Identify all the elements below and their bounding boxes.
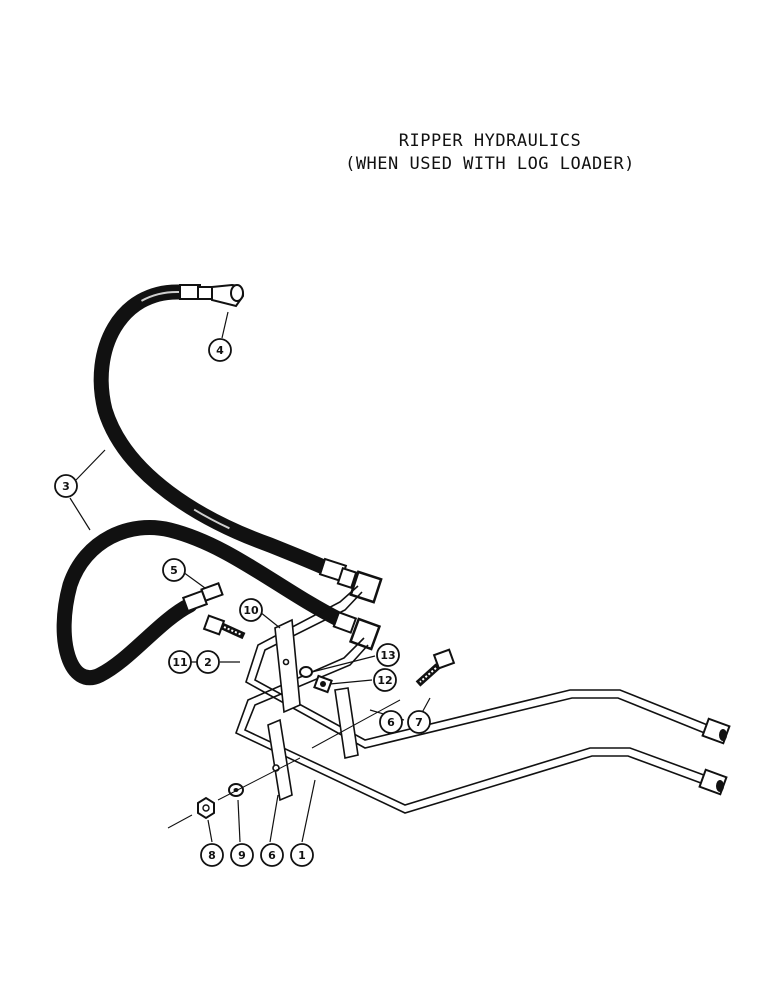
callout-9: 9 [230, 843, 254, 867]
tube-upper [245, 585, 716, 749]
hose-lower-right-fitting [332, 611, 382, 651]
title-line-2: (WHEN USED WITH LOG LOADER) [345, 154, 635, 174]
callout-6-bottom-label: 6 [268, 849, 276, 862]
bolt-11 [202, 614, 246, 640]
hose-upper-top-fitting [179, 283, 245, 308]
hose-upper-bottom-fitting [318, 557, 383, 604]
washer-13 [299, 666, 313, 678]
callout-1: 1 [290, 843, 314, 867]
nut-8 [197, 796, 215, 820]
callout-6-right-label: 6 [387, 716, 395, 729]
hose-upper [93, 284, 338, 578]
assembly-center-line [167, 699, 401, 829]
callout-8-label: 8 [208, 849, 216, 862]
title-line-1: RIPPER HYDRAULICS [398, 131, 582, 151]
callout-7: 7 [407, 710, 431, 734]
callout-11-label: 11 [172, 656, 187, 669]
callout-5-label: 5 [170, 564, 178, 577]
callout-5: 5 [162, 558, 186, 582]
nut-12 [313, 674, 333, 694]
callout-10: 10 [239, 598, 263, 622]
hose-lower-left-fitting [181, 582, 224, 613]
callout-4: 4 [208, 338, 232, 362]
diagram-title: RIPPER HYDRAULICS (WHEN USED WITH LOG LO… [300, 130, 680, 176]
tube-lower [234, 637, 713, 814]
callout-11: 11 [168, 650, 192, 674]
callout-1-label: 1 [298, 849, 306, 862]
clamp-rear [334, 687, 359, 759]
washer-9 [228, 783, 244, 797]
callout-12-label: 12 [377, 674, 392, 687]
callout-4-label: 4 [216, 344, 224, 357]
plate [274, 618, 301, 714]
leader-lines [69, 311, 431, 843]
callout-2-label: 2 [204, 656, 212, 669]
callout-9-label: 9 [238, 849, 246, 862]
hose-lower [56, 519, 348, 685]
callout-3-label: 3 [62, 480, 70, 493]
callout-2: 2 [196, 650, 220, 674]
callout-13: 13 [376, 643, 400, 667]
bolt-7 [415, 648, 456, 687]
tube-upper-end-nut [701, 717, 731, 745]
callout-12: 12 [373, 668, 397, 692]
callout-3: 3 [54, 474, 78, 498]
callout-8: 8 [200, 843, 224, 867]
callout-7-label: 7 [415, 716, 423, 729]
callout-13-label: 13 [380, 649, 395, 662]
callout-6-bottom: 6 [260, 843, 284, 867]
tube-lower-end-nut [698, 768, 728, 796]
callout-10-label: 10 [243, 604, 259, 617]
clamp-front [267, 718, 293, 802]
callout-6-right: 6 [379, 710, 403, 734]
